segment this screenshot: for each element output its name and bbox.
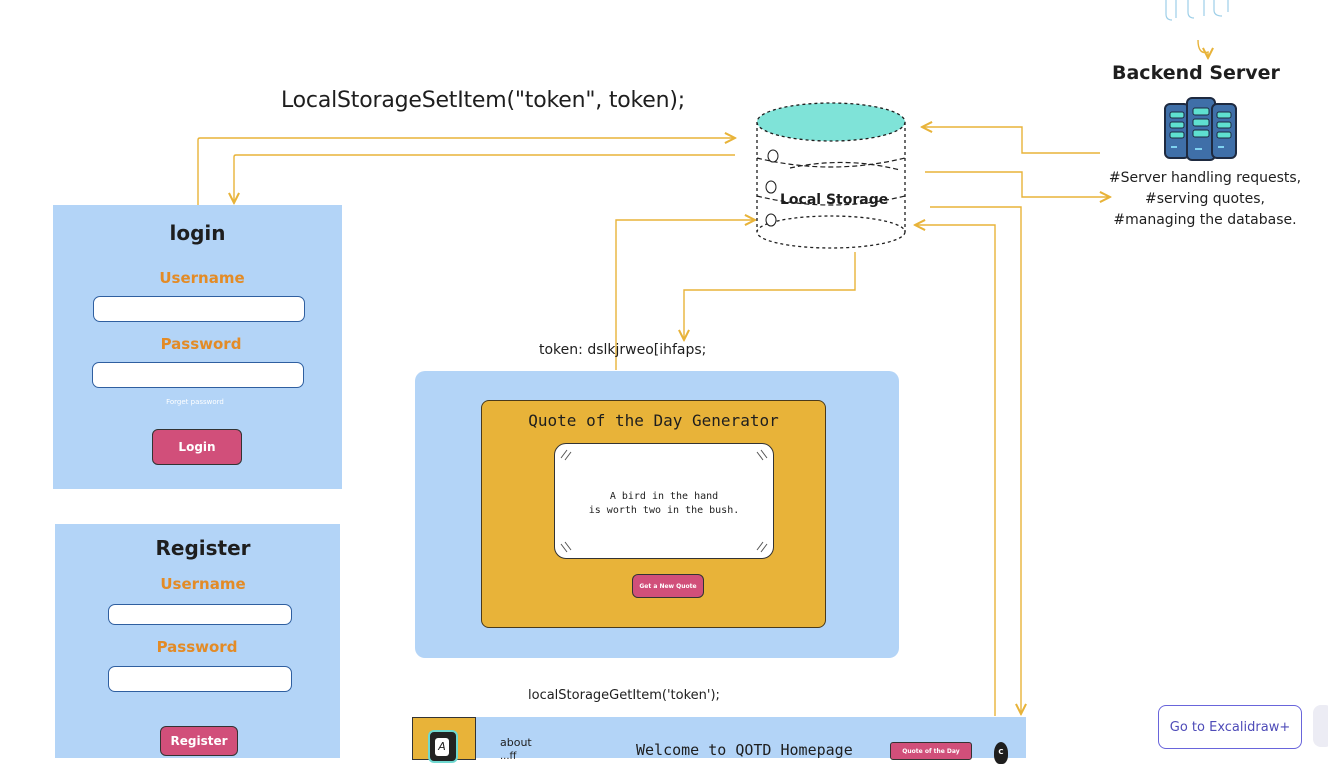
login-password-label: Password [160, 335, 242, 353]
login-panel: login Username Password Forget password … [53, 205, 342, 489]
token-value-label: token: dslkjrweo[ihfaps; [539, 342, 707, 358]
register-password-input[interactable] [108, 666, 292, 692]
corner-marks [560, 449, 768, 553]
arrow-storage-to-login [234, 154, 735, 203]
local-storage-label: Local Storage [780, 192, 889, 208]
quote-text-box: A bird in the hand is worth two in the b… [554, 443, 774, 559]
login-button[interactable]: Login [152, 429, 242, 465]
nav-partial[interactable]: ...ff [500, 751, 517, 762]
menu-button-partial[interactable] [1313, 705, 1328, 747]
arrow-app-to-storage [615, 220, 755, 370]
quote-app-panel: Quote of the Day Generator A bird in the… [415, 371, 899, 658]
arrow-storage-to-homepage [930, 206, 1021, 714]
arrow-into-server [1197, 39, 1208, 58]
quote-line: is worth two in the bush. [588, 505, 740, 516]
server-notes: #Server handling requests, #serving quot… [1092, 168, 1318, 231]
quote-app-title: Quote of the Day Generator [528, 411, 779, 430]
login-password-input[interactable] [92, 362, 304, 388]
homepage-bar: A about ...ff Welcome to QOTD Homepage Q… [412, 717, 1026, 764]
nav-about[interactable]: about [500, 736, 532, 749]
database-icon [756, 102, 906, 249]
register-password-label: Password [156, 638, 238, 656]
login-username-label: Username [159, 269, 245, 287]
server-note: #managing the database. [1113, 212, 1297, 228]
app-logo: A [412, 717, 476, 763]
get-item-code: localStorageGetItem('token'); [528, 688, 720, 703]
arrow-login-to-storage [197, 138, 735, 205]
register-button[interactable]: Register [160, 726, 238, 756]
logo-tile: A [428, 730, 458, 763]
arrow-server-to-storage [922, 127, 1100, 154]
server-icon [1164, 97, 1237, 161]
homepage-welcome: Welcome to QOTD Homepage [636, 741, 853, 759]
avatar[interactable]: C [994, 742, 1008, 764]
register-username-input[interactable] [108, 604, 292, 625]
server-note: #serving quotes, [1145, 191, 1265, 207]
register-title: Register [155, 536, 251, 560]
quote-card: Quote of the Day Generator A bird in the… [481, 400, 826, 628]
arrow-homepage-to-storage [915, 225, 996, 716]
qotd-button[interactable]: Quote of the Day [890, 742, 972, 760]
quote-line: A bird in the hand [609, 491, 719, 502]
quote-text: A bird in the hand is worth two in the b… [555, 490, 773, 518]
server-note: #Server handling requests, [1108, 170, 1302, 186]
new-quote-button[interactable]: Get a New Quote [632, 574, 704, 598]
network-icon [1165, 0, 1229, 21]
login-username-input[interactable] [93, 296, 305, 322]
avatar-letter: C [998, 748, 1004, 756]
arrow-storage-to-server [925, 171, 1110, 197]
logo-letter: A [435, 738, 449, 756]
set-item-code: LocalStorageSetItem("token", token); [281, 88, 685, 113]
register-username-label: Username [160, 575, 246, 593]
login-title: login [169, 221, 226, 245]
arrow-storage-to-token [684, 252, 856, 340]
excalidraw-plus-button[interactable]: Go to Excalidraw+ [1158, 705, 1302, 749]
register-panel: Register Username Password Register [55, 524, 340, 758]
forgot-password-link[interactable]: Forget password [166, 398, 224, 406]
backend-server-title: Backend Server [1112, 62, 1280, 84]
